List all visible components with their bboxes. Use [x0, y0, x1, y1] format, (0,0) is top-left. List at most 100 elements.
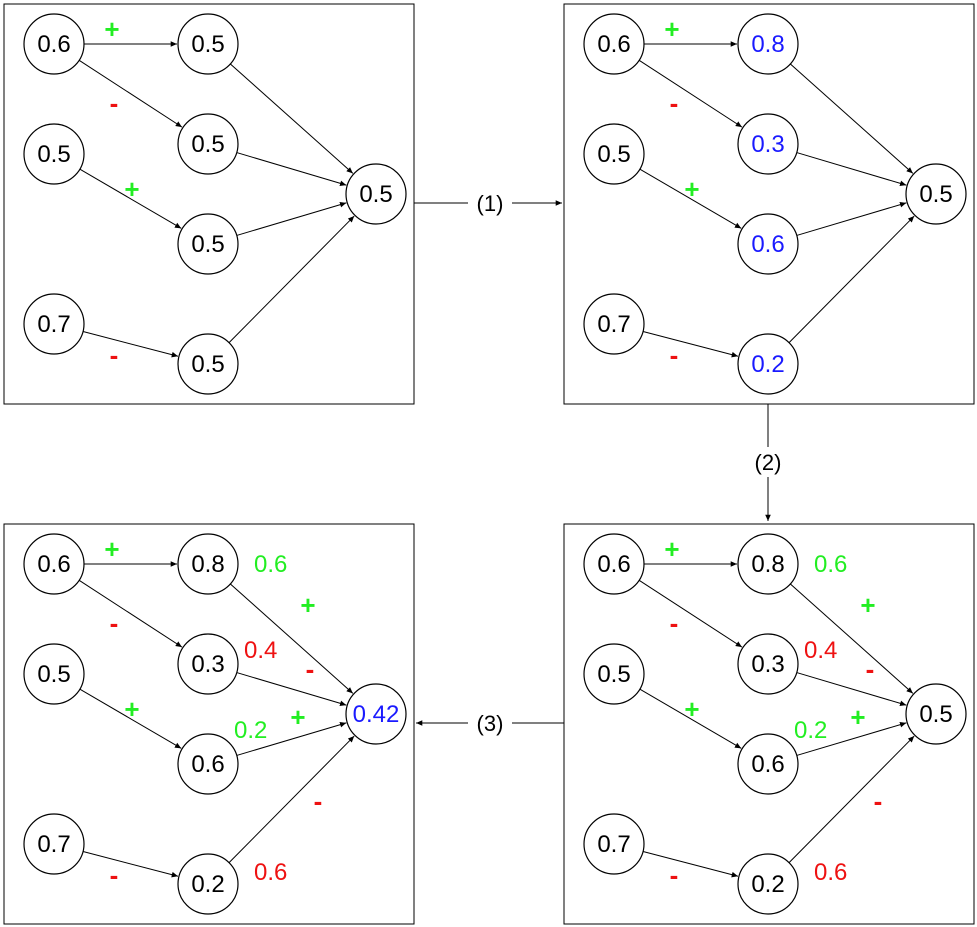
- hidden-node-2-circle: [737, 113, 799, 175]
- panel-output-updated: +-+-0.60.40.20.6+-+-0.60.50.70.80.30.60.…: [3, 523, 415, 925]
- input-edge-sign: +: [104, 534, 119, 564]
- hidden-node-2: 0.5: [177, 113, 239, 175]
- input-node-2-circle: [23, 123, 85, 185]
- output-node-circle: [905, 683, 967, 745]
- hidden-node-4: 0.2: [177, 853, 239, 915]
- edge-weight-label: 0.6: [254, 551, 287, 578]
- input-node-3-circle: [583, 293, 645, 355]
- input-node-2-circle: [23, 643, 85, 705]
- edge-input-2-to-hidden-3: [79, 168, 182, 229]
- hidden-node-4: 0.2: [737, 333, 799, 395]
- panels: +-+-0.60.50.70.50.50.50.50.5+-+-0.60.50.…: [3, 3, 975, 925]
- input-node-1-circle: [23, 13, 85, 75]
- hidden-node-2: 0.3: [737, 633, 799, 695]
- input-node-3-value: 0.7: [37, 831, 70, 858]
- input-edge-sign: -: [670, 860, 679, 890]
- edge-hidden-3-to-output: [796, 721, 907, 756]
- edge-hidden-1-to-output: [790, 583, 914, 694]
- edge-hidden-2-to-output: [236, 152, 347, 187]
- input-node-3: 0.7: [23, 813, 85, 875]
- input-node-2: 0.5: [583, 643, 645, 705]
- hidden-node-3-circle: [177, 733, 239, 795]
- input-edge-sign: +: [684, 694, 699, 724]
- hidden-node-4: 0.5: [177, 333, 239, 395]
- input-edge-sign: +: [104, 14, 119, 44]
- edge-hidden-2-to-output: [236, 672, 347, 707]
- edge-weight-label: 0.2: [794, 717, 827, 744]
- edge-weight-label: 0.6: [814, 859, 847, 886]
- input-node-2: 0.5: [23, 643, 85, 705]
- input-edge-sign: +: [124, 174, 139, 204]
- step-1-label: (1): [477, 191, 504, 216]
- edge-input-1-to-hidden-2: [78, 579, 183, 648]
- hidden-node-1-circle: [177, 13, 239, 75]
- hidden-node-3-circle: [737, 733, 799, 795]
- edge-hidden-1-to-output: [790, 63, 914, 174]
- input-node-2: 0.5: [583, 123, 645, 185]
- hidden-node-2-value: 0.3: [191, 651, 224, 678]
- hidden-node-1-circle: [177, 533, 239, 595]
- output-node: 0.5: [905, 683, 967, 745]
- hidden-node-1-value: 0.8: [751, 551, 784, 578]
- edge-input-3-to-hidden-4: [82, 851, 179, 878]
- hidden-node-3-value: 0.6: [751, 751, 784, 778]
- input-node-3-value: 0.7: [37, 311, 70, 338]
- input-edge-sign: +: [664, 14, 679, 44]
- hidden-node-2-circle: [737, 633, 799, 695]
- output-node: 0.5: [905, 163, 967, 225]
- input-edge-sign: -: [110, 340, 119, 370]
- hidden-node-4-value: 0.2: [751, 871, 784, 898]
- output-node-circle: [905, 163, 967, 225]
- input-node-3: 0.7: [23, 293, 85, 355]
- input-node-2-value: 0.5: [597, 141, 630, 168]
- panel-weights: +-+-0.60.40.20.6+-+-0.60.50.70.80.30.60.…: [563, 523, 975, 925]
- input-edge-sign: -: [110, 860, 119, 890]
- hidden-node-1-value: 0.5: [191, 31, 224, 58]
- edge-hidden-3-to-output: [236, 721, 347, 756]
- edge-input-1-to-hidden-2: [638, 579, 743, 648]
- hidden-node-4-value: 0.2: [751, 351, 784, 378]
- input-edge-sign: +: [684, 174, 699, 204]
- input-node-1-value: 0.6: [597, 551, 630, 578]
- hidden-node-2-value: 0.3: [751, 651, 784, 678]
- hidden-node-4-circle: [177, 853, 239, 915]
- step-3-label: (3): [477, 711, 504, 736]
- hidden-node-3-value: 0.5: [191, 231, 224, 258]
- hidden-node-3: 0.6: [177, 733, 239, 795]
- input-node-2: 0.5: [23, 123, 85, 185]
- edge-weight-label: 0.4: [804, 637, 837, 664]
- output-edge-sign: -: [866, 654, 875, 684]
- step-connectors: (1) (2) (3): [414, 188, 790, 738]
- input-edge-sign: -: [670, 340, 679, 370]
- input-node-1: 0.6: [583, 533, 645, 595]
- output-edge-sign: +: [300, 590, 315, 620]
- panel-hidden-updated-frame: [563, 3, 975, 405]
- panel-initial-frame: [3, 3, 415, 405]
- edge-hidden-3-to-output: [236, 201, 347, 236]
- hidden-node-1: 0.8: [177, 533, 239, 595]
- input-node-1: 0.6: [583, 13, 645, 75]
- edge-hidden-4-to-output: [228, 215, 355, 344]
- output-node: 0.5: [345, 163, 407, 225]
- hidden-node-1-value: 0.8: [751, 31, 784, 58]
- step-2-label: (2): [755, 450, 782, 475]
- edge-hidden-1-to-output: [230, 583, 354, 694]
- output-node-value: 0.5: [359, 181, 392, 208]
- hidden-node-1: 0.5: [177, 13, 239, 75]
- edge-input-3-to-hidden-4: [82, 331, 179, 358]
- output-node: 0.42: [345, 683, 407, 745]
- input-node-1-value: 0.6: [597, 31, 630, 58]
- hidden-node-3: 0.5: [177, 213, 239, 275]
- input-node-1: 0.6: [23, 533, 85, 595]
- edge-weight-label: 0.2: [234, 717, 267, 744]
- output-edge-sign: +: [850, 702, 865, 732]
- input-edge-sign: -: [110, 608, 119, 638]
- edge-input-2-to-hidden-3: [639, 688, 742, 749]
- input-node-1-circle: [583, 13, 645, 75]
- output-node-circle: [345, 683, 407, 745]
- edge-hidden-3-to-output: [796, 201, 907, 236]
- input-node-2-value: 0.5: [37, 141, 70, 168]
- edge-input-2-to-hidden-3: [639, 168, 742, 229]
- hidden-node-4-circle: [737, 333, 799, 395]
